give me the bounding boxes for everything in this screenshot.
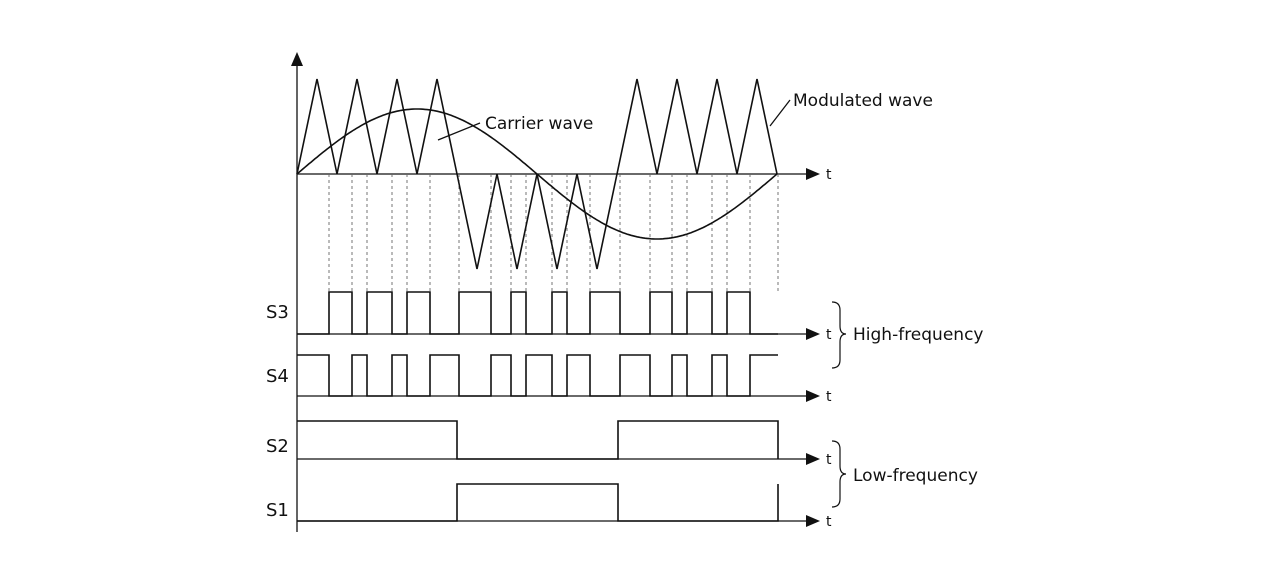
low-frequency-brace	[831, 440, 847, 508]
s3-label: S3	[266, 302, 289, 323]
modulated-wave-label: Modulated wave	[793, 91, 933, 111]
s1-time-axis-label: t	[826, 514, 832, 530]
s1-pulse-trace	[297, 483, 779, 522]
high-frequency-brace	[831, 301, 847, 369]
high-frequency-label: High-frequency	[853, 325, 983, 345]
projection-guides	[328, 174, 779, 292]
s1-label: S1	[266, 500, 289, 521]
modulated-wave-leader	[769, 99, 791, 127]
s2-pulse-trace	[297, 420, 779, 460]
s4-time-axis-arrow	[806, 390, 820, 402]
top-time-axis-arrow	[806, 168, 820, 180]
s3-time-axis-arrow	[806, 328, 820, 340]
s1-time-axis-arrow	[806, 515, 820, 527]
s4-label: S4	[266, 366, 289, 387]
s2-time-axis-label: t	[826, 452, 832, 468]
s3-pulse-trace	[297, 291, 778, 335]
s2-time-axis-arrow	[806, 453, 820, 465]
s4-time-axis-label: t	[826, 389, 832, 405]
s3-time-axis-label: t	[826, 327, 832, 343]
y-axis-arrow	[291, 52, 303, 66]
modulated-wave-trace	[296, 108, 778, 240]
top-time-axis-label: t	[826, 167, 832, 183]
carrier-wave-label: Carrier wave	[485, 114, 593, 134]
s4-pulse-trace	[297, 354, 778, 397]
carrier-wave-leader	[437, 122, 481, 141]
s2-label: S2	[266, 436, 289, 457]
low-frequency-label: Low-frequency	[853, 466, 978, 486]
